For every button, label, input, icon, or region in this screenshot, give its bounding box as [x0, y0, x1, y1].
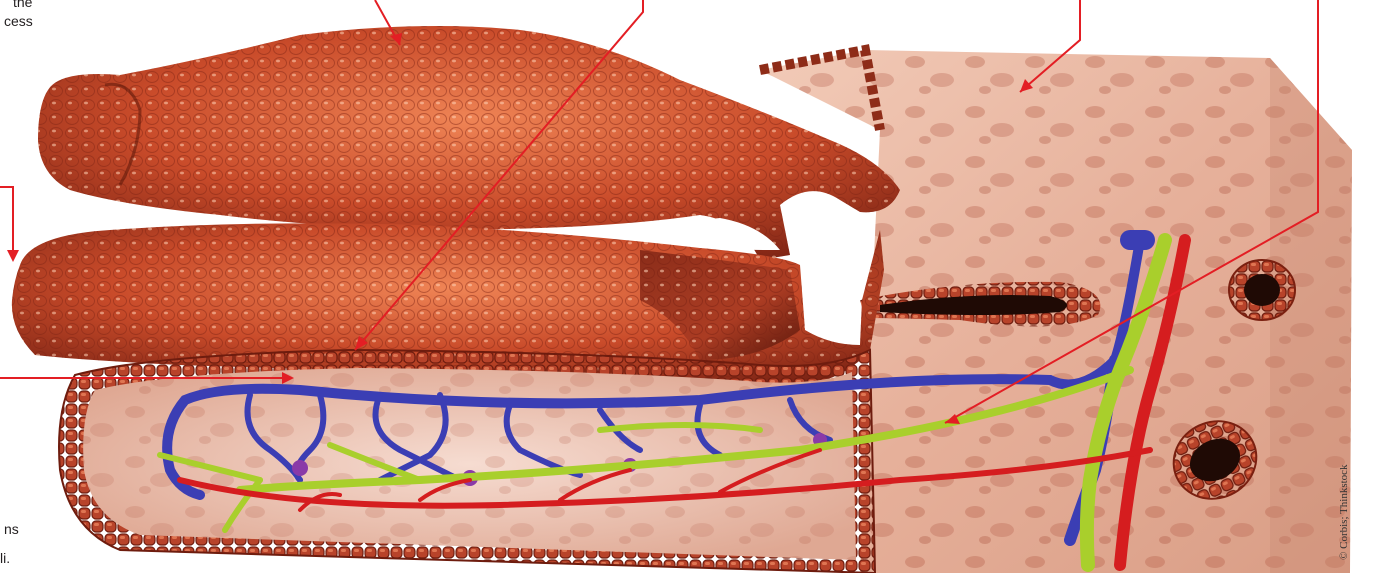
- leader-villus: [0, 187, 13, 258]
- photo-credit: © Corbis; Thinkstock: [1338, 464, 1350, 560]
- crypt-upper: [1229, 260, 1295, 320]
- arrowhead: [7, 250, 19, 262]
- label-fragment-top-2: cess: [4, 12, 33, 31]
- label-fragment-top-1: the: [13, 0, 32, 12]
- villus-upper: [38, 26, 900, 260]
- label-fragment-bottom-1: ns: [4, 520, 19, 539]
- label-fragment-bottom-2: li.: [0, 549, 10, 568]
